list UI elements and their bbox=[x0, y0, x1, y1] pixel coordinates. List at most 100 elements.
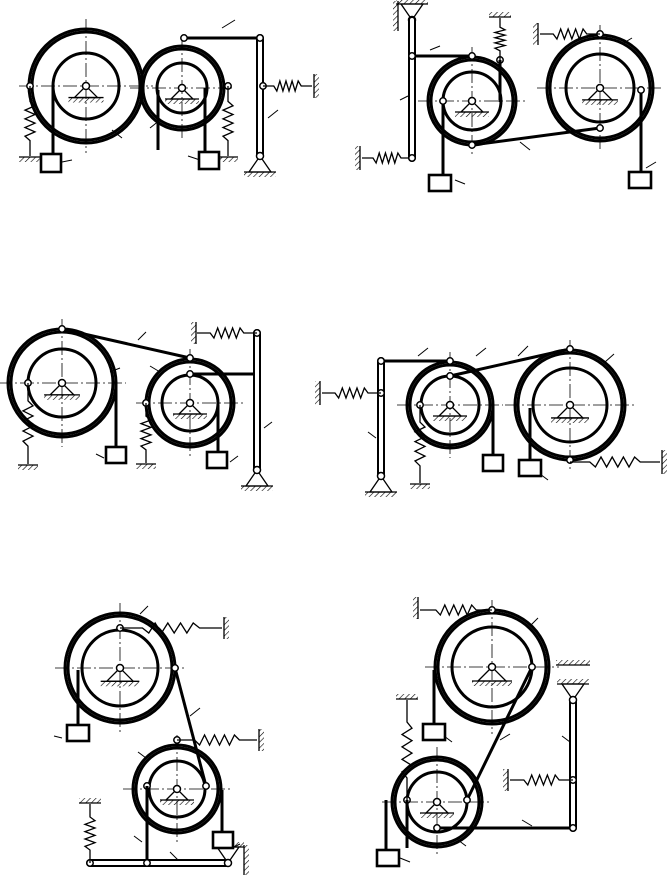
spring bbox=[322, 386, 381, 400]
wall-hatch bbox=[503, 769, 508, 791]
figure-3 bbox=[0, 319, 273, 491]
wall-hatch bbox=[244, 845, 249, 875]
spring bbox=[420, 603, 492, 617]
pin-joint bbox=[468, 141, 476, 149]
leader-line bbox=[221, 19, 236, 29]
pin-joint bbox=[445, 400, 455, 410]
pin-joint bbox=[569, 824, 577, 832]
pin-joint bbox=[252, 465, 262, 475]
leader-line bbox=[517, 345, 529, 357]
leader-line bbox=[429, 45, 441, 51]
pin-joint bbox=[57, 378, 67, 388]
block-a bbox=[421, 722, 447, 742]
figure-5 bbox=[53, 603, 264, 875]
spring bbox=[221, 86, 235, 156]
leader-line bbox=[169, 851, 179, 861]
leader-line bbox=[187, 155, 201, 161]
ground-hatch bbox=[44, 394, 80, 400]
spring bbox=[362, 150, 412, 166]
spring bbox=[23, 86, 37, 156]
wall-hatch bbox=[259, 729, 264, 751]
pin-joint bbox=[255, 151, 265, 161]
leader-line bbox=[417, 347, 429, 357]
pin-joint bbox=[171, 664, 179, 672]
ground-hatch bbox=[18, 465, 38, 470]
block-b bbox=[517, 458, 543, 478]
leader-line bbox=[499, 733, 511, 741]
leader-line bbox=[109, 367, 121, 373]
rope-line bbox=[465, 666, 534, 801]
pin-joint bbox=[143, 859, 151, 867]
pin-joint bbox=[185, 398, 195, 408]
pulley-b bbox=[130, 36, 234, 140]
ground-hatch bbox=[68, 97, 104, 103]
wall-hatch bbox=[315, 381, 320, 405]
ground-hatch bbox=[136, 464, 156, 469]
spring bbox=[492, 18, 508, 60]
pin-joint bbox=[408, 154, 416, 162]
spring bbox=[197, 326, 257, 340]
wall-hatch bbox=[224, 617, 229, 639]
leader-line bbox=[367, 431, 377, 439]
lever-hinge bbox=[557, 679, 589, 705]
ground-hatch bbox=[420, 813, 454, 818]
leader-line bbox=[621, 37, 633, 45]
pin-joint bbox=[468, 52, 476, 60]
pin-joint bbox=[596, 124, 604, 132]
wall-hatch bbox=[413, 597, 418, 619]
leader-line bbox=[561, 735, 571, 743]
lever-hinge bbox=[365, 471, 397, 497]
wall-hatch bbox=[191, 322, 196, 344]
pin-joint bbox=[439, 97, 447, 105]
wall-hatch bbox=[355, 146, 360, 170]
pin-joint bbox=[446, 357, 454, 365]
pulley-a bbox=[55, 603, 185, 733]
pin-joint bbox=[172, 784, 182, 794]
leader-line bbox=[475, 347, 487, 357]
pin-joint bbox=[186, 354, 194, 362]
pin-joint bbox=[463, 796, 471, 804]
leader-line bbox=[229, 455, 239, 463]
rope-line bbox=[61, 327, 191, 360]
leader-line bbox=[457, 839, 467, 847]
pulley-a bbox=[425, 600, 559, 734]
leader-line bbox=[519, 141, 531, 151]
wall-hatch bbox=[662, 450, 667, 474]
pin-joint bbox=[595, 83, 605, 93]
spring bbox=[177, 733, 257, 747]
leader-line bbox=[139, 605, 149, 615]
pin-joint bbox=[408, 52, 416, 60]
ground-hatch bbox=[173, 414, 207, 419]
pin-joint bbox=[256, 34, 264, 42]
pin-joint bbox=[566, 345, 574, 353]
pin-joint bbox=[433, 824, 441, 832]
lever-hinge bbox=[241, 465, 273, 491]
ground-hatch bbox=[79, 798, 101, 803]
pin-joint bbox=[565, 400, 575, 410]
leader-line bbox=[521, 819, 533, 827]
ground-hatch bbox=[489, 12, 511, 17]
leader-line bbox=[149, 365, 161, 373]
spring bbox=[263, 78, 312, 94]
pin-joint bbox=[223, 858, 233, 868]
pin-joint bbox=[377, 357, 385, 365]
pin-joint bbox=[115, 663, 125, 673]
figure-2 bbox=[355, 0, 663, 193]
ground-hatch bbox=[160, 800, 194, 805]
ground-hatch bbox=[472, 681, 512, 686]
figure-4 bbox=[315, 340, 667, 497]
pulley-b bbox=[382, 747, 492, 857]
spring bbox=[510, 773, 573, 787]
ground-hatch bbox=[556, 660, 590, 665]
leader-line bbox=[443, 735, 453, 743]
pin-joint bbox=[202, 782, 210, 790]
ground-hatch bbox=[396, 0, 428, 4]
pin-joint bbox=[528, 663, 536, 671]
leader-line bbox=[137, 331, 147, 341]
leader-line bbox=[95, 453, 105, 459]
block-b bbox=[197, 150, 221, 171]
leader-line bbox=[111, 129, 123, 139]
block-a bbox=[427, 173, 453, 193]
ground-hatch bbox=[165, 99, 199, 104]
pin-joint bbox=[376, 471, 386, 481]
